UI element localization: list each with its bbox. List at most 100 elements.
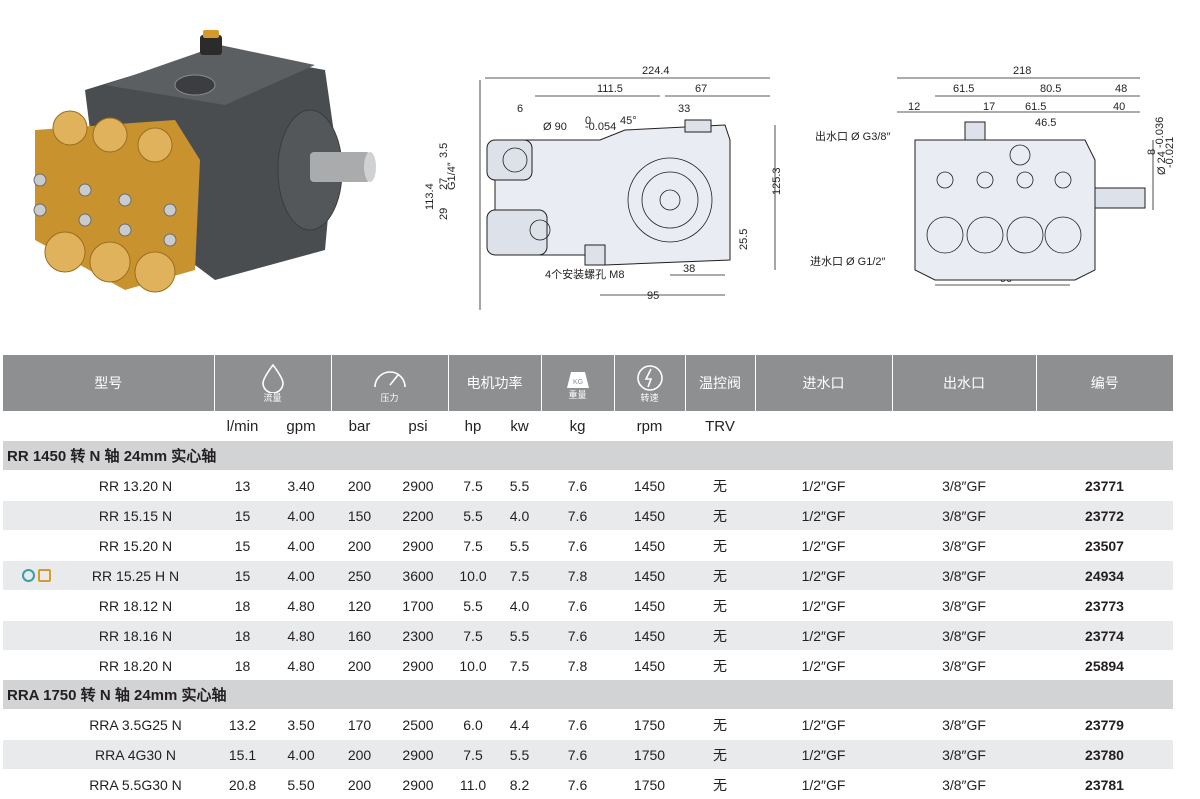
kg-cell: 7.6 bbox=[541, 591, 614, 621]
code-cell: 23781 bbox=[1036, 770, 1173, 799]
hp-cell: 10.0 bbox=[448, 651, 498, 681]
unit-cell: kg bbox=[541, 411, 614, 441]
lmin-cell: 15 bbox=[214, 531, 271, 561]
psi-cell: 2900 bbox=[388, 770, 448, 799]
bar-cell: 200 bbox=[331, 651, 388, 681]
rpm-cell: 1450 bbox=[614, 561, 685, 591]
model-name: RRA 5.5G30 N bbox=[89, 777, 182, 793]
pressure-gauge-icon bbox=[370, 363, 410, 393]
unit-cell: l/min bbox=[214, 411, 271, 441]
model-name: RR 13.20 N bbox=[99, 478, 172, 494]
dimension-label: 4个安装螺孔 M8 bbox=[545, 267, 624, 281]
col-weight: KG 重量 bbox=[541, 355, 614, 411]
model-name: RR 18.16 N bbox=[99, 628, 172, 644]
dimension-label: Ø 90 bbox=[543, 121, 567, 133]
outlet-cell: 3/8″GF bbox=[892, 770, 1036, 799]
unit-cell: hp bbox=[448, 411, 498, 441]
hp-cell: 5.5 bbox=[448, 501, 498, 531]
lmin-cell: 15 bbox=[214, 501, 271, 531]
hp-cell: 6.0 bbox=[448, 710, 498, 740]
gpm-cell: 3.50 bbox=[271, 710, 331, 740]
gpm-cell: 4.00 bbox=[271, 501, 331, 531]
dimension-label: 29 bbox=[438, 208, 450, 220]
rpm-cell: 1750 bbox=[614, 770, 685, 799]
model-name: RR 15.20 N bbox=[99, 538, 172, 554]
psi-cell: 2500 bbox=[388, 710, 448, 740]
model-cell: RR 18.20 N bbox=[3, 651, 214, 681]
model-name: RR 18.12 N bbox=[99, 598, 172, 614]
col-flow: 流量 bbox=[214, 355, 331, 411]
code-cell: 24934 bbox=[1036, 561, 1173, 591]
water-drop-icon bbox=[260, 363, 286, 393]
model-name: RR 15.25 H N bbox=[92, 568, 179, 584]
group-title: RRA 1750 转 N 轴 24mm 实心轴 bbox=[3, 680, 1173, 710]
dimension-label: 224.4 bbox=[642, 65, 670, 77]
code-cell: 23774 bbox=[1036, 621, 1173, 651]
model-cell: RRA 5.5G30 N bbox=[3, 770, 214, 799]
trv-cell: 无 bbox=[685, 471, 755, 501]
outlet-cell: 3/8″GF bbox=[892, 531, 1036, 561]
inlet-cell: 1/2″GF bbox=[755, 591, 892, 621]
col-outlet: 出水口 bbox=[892, 355, 1036, 411]
hp-cell: 7.5 bbox=[448, 471, 498, 501]
dimension-label: 6 bbox=[517, 103, 523, 115]
rpm-cell: 1450 bbox=[614, 621, 685, 651]
gpm-cell: 4.80 bbox=[271, 591, 331, 621]
bar-cell: 200 bbox=[331, 531, 388, 561]
rpm-cell: 1450 bbox=[614, 501, 685, 531]
model-cell: RRA 4G30 N bbox=[3, 740, 214, 770]
kw-cell: 5.5 bbox=[498, 471, 541, 501]
option-square-icon bbox=[38, 569, 51, 582]
outlet-cell: 3/8″GF bbox=[892, 621, 1036, 651]
weight-icon: KG bbox=[565, 366, 591, 390]
model-name: RRA 4G30 N bbox=[95, 747, 176, 763]
psi-cell: 2900 bbox=[388, 651, 448, 681]
dimension-label: 80.5 bbox=[1040, 83, 1061, 95]
kw-cell: 4.0 bbox=[498, 591, 541, 621]
dimension-label: 进水口 Ø G1/2″ bbox=[810, 255, 886, 268]
code-cell: 23771 bbox=[1036, 471, 1173, 501]
bar-cell: 120 bbox=[331, 591, 388, 621]
hp-cell: 10.0 bbox=[448, 561, 498, 591]
rpm-cell: 1450 bbox=[614, 471, 685, 501]
inlet-cell: 1/2″GF bbox=[755, 561, 892, 591]
psi-cell: 3600 bbox=[388, 561, 448, 591]
dimension-label: 17 bbox=[983, 101, 995, 113]
kg-cell: 7.6 bbox=[541, 501, 614, 531]
hp-cell: 7.5 bbox=[448, 740, 498, 770]
psi-cell: 2900 bbox=[388, 740, 448, 770]
gpm-cell: 5.50 bbox=[271, 770, 331, 799]
trv-cell: 无 bbox=[685, 710, 755, 740]
kw-cell: 4.4 bbox=[498, 710, 541, 740]
dimension-label: 46.5 bbox=[1035, 117, 1056, 129]
kw-cell: 7.5 bbox=[498, 561, 541, 591]
kw-cell: 7.5 bbox=[498, 651, 541, 681]
unit-cell: gpm bbox=[271, 411, 331, 441]
model-cell: RR 15.25 H N bbox=[3, 561, 214, 591]
dimension-label: 出水口 Ø G3/8″ bbox=[815, 129, 891, 143]
dimension-label: 25.5 bbox=[738, 229, 750, 250]
bar-cell: 250 bbox=[331, 561, 388, 591]
model-name: RR 15.15 N bbox=[99, 508, 172, 524]
col-code: 编号 bbox=[1036, 355, 1173, 411]
gpm-cell: 3.40 bbox=[271, 471, 331, 501]
gpm-cell: 4.80 bbox=[271, 651, 331, 681]
bar-cell: 200 bbox=[331, 770, 388, 799]
gpm-cell: 4.80 bbox=[271, 621, 331, 651]
dimension-label: 95 bbox=[647, 290, 659, 302]
code-cell: 23780 bbox=[1036, 740, 1173, 770]
group-title: RR 1450 转 N 轴 24mm 实心轴 bbox=[3, 441, 1173, 471]
outlet-cell: 3/8″GF bbox=[892, 740, 1036, 770]
kg-cell: 7.8 bbox=[541, 651, 614, 681]
trv-cell: 无 bbox=[685, 561, 755, 591]
trv-cell: 无 bbox=[685, 651, 755, 681]
dimension-label: 33 bbox=[678, 103, 690, 115]
unit-cell: psi bbox=[388, 411, 448, 441]
